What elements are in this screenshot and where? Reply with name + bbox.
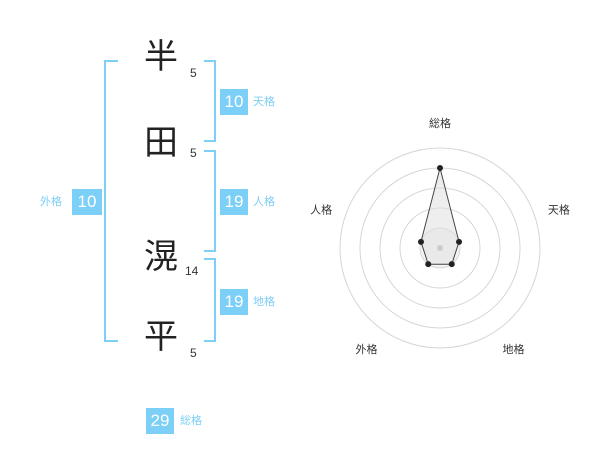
stroke-count-4: 5 <box>190 346 197 360</box>
soukaku-label: 総格 <box>180 414 202 427</box>
stroke-count-3: 14 <box>185 264 199 278</box>
radar-point-2 <box>456 238 463 245</box>
stroke-count-1: 5 <box>190 66 197 80</box>
radar-point-5 <box>417 238 424 245</box>
radar-center-dot <box>437 245 443 251</box>
chikaku-badge: 19 <box>220 289 248 315</box>
tenkaku-badge: 10 <box>220 89 248 115</box>
radar-point-1 <box>437 165 443 171</box>
radar-point-3 <box>448 261 455 268</box>
radar-axis-label-1: 総格 <box>429 116 451 130</box>
radar-axis-label-5: 人格 <box>310 202 332 216</box>
gaikaku-badge: 10 <box>72 189 102 215</box>
name-char-3: 滉 <box>144 237 178 277</box>
jinkaku-label: 人格 <box>253 195 275 208</box>
radar-axis-label-4: 外格 <box>356 342 378 356</box>
gaikaku-label: 外格 <box>40 195 62 208</box>
gaikaku-bracket <box>104 60 118 342</box>
radar-point-4 <box>425 261 432 268</box>
jinkaku-badge: 19 <box>220 189 248 215</box>
radar-points <box>417 165 463 268</box>
radar-axis-label-3: 地格 <box>502 342 524 356</box>
radar-polygon <box>420 167 460 265</box>
name-char-4: 平 <box>144 317 178 357</box>
chikaku-label: 地格 <box>253 295 275 308</box>
tenkaku-label: 天格 <box>253 95 275 108</box>
radar-ring-5 <box>339 147 541 349</box>
tenkaku-bracket <box>204 60 216 142</box>
name-char-1: 半 <box>144 37 178 77</box>
radar-axis-label-2: 天格 <box>548 202 570 216</box>
jinkaku-bracket <box>204 150 216 252</box>
name-char-2: 田 <box>144 123 178 163</box>
soukaku-badge: 29 <box>146 408 174 434</box>
chikaku-bracket <box>204 258 216 342</box>
stroke-count-2: 5 <box>190 146 197 160</box>
